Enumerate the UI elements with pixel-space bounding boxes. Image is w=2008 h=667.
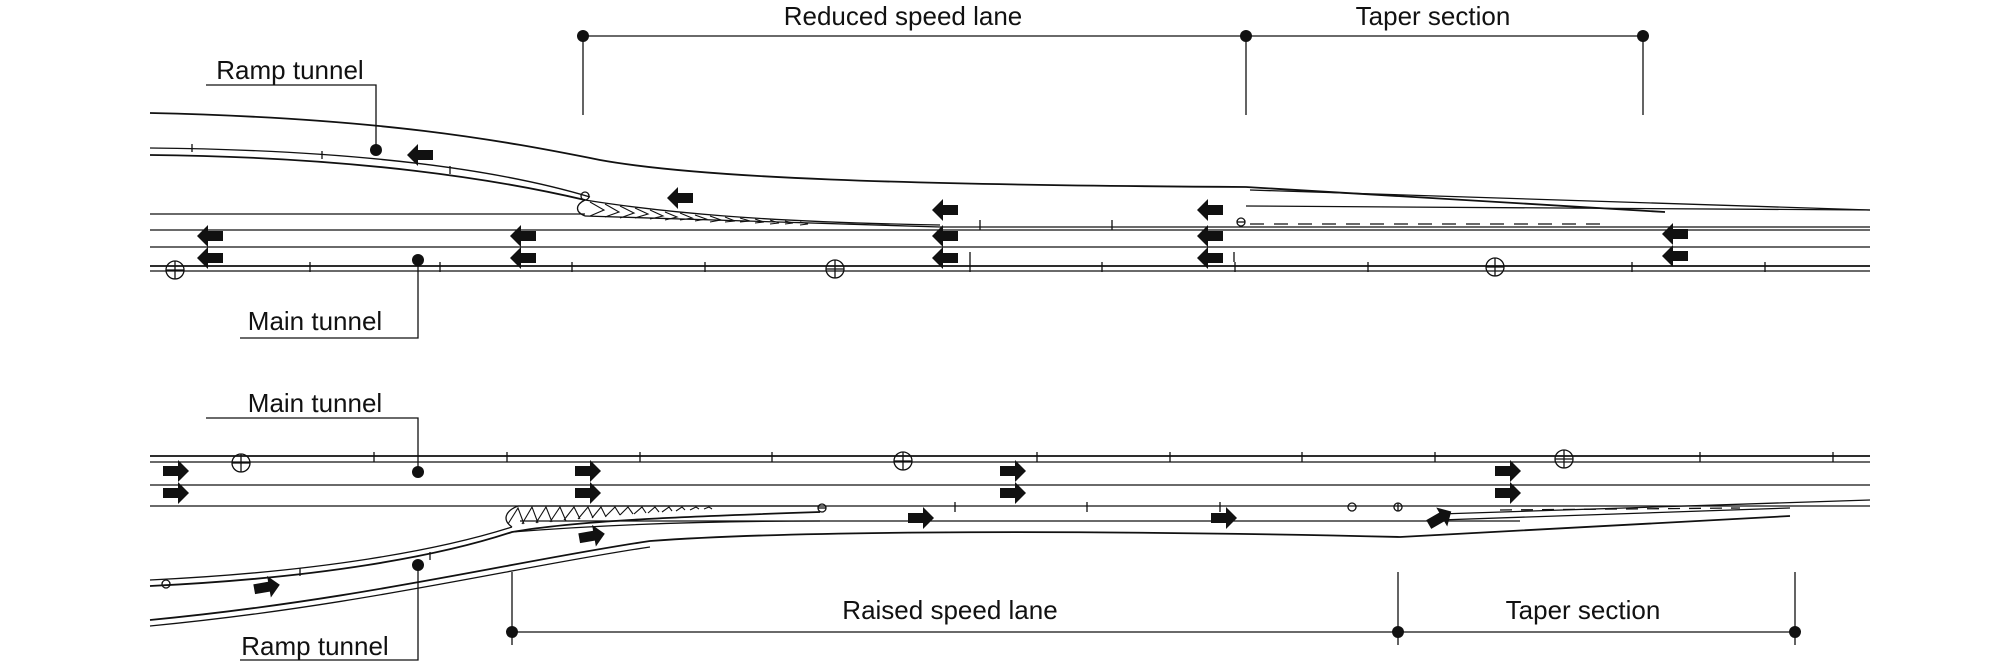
bottom-ramp-tunnel [149,511,1791,627]
bottom-ramp-tunnel-label: Ramp tunnel [241,631,388,661]
top-dimension-left-label: Reduced speed lane [784,1,1023,31]
bottom-gore-hatch [505,505,820,528]
top-ramp-tunnel-label: Ramp tunnel [216,55,363,85]
top-gore-hatch [576,199,941,228]
top-main-tunnel [150,189,1871,280]
top-ramp-tunnel [149,112,1666,213]
bottom-leaders [206,417,424,661]
top-diagram: Reduced speed lane Taper section [149,1,1871,339]
bottom-main-tunnel [150,449,1871,522]
bottom-main-tunnel-label: Main tunnel [248,388,382,418]
top-main-tunnel-label: Main tunnel [248,306,382,336]
bottom-traffic-arrows [163,460,1521,601]
bottom-dimension-right-label: Taper section [1506,595,1661,625]
top-leaders [206,84,424,339]
top-dimension-line [577,30,1649,115]
bottom-dimension-line [506,572,1801,645]
top-dimension-right-label: Taper section [1356,1,1511,31]
top-traffic-arrows [197,144,1688,269]
bottom-diagram: Raised speed lane Taper section Main tun… [149,388,1871,661]
bottom-dimension-left-label: Raised speed lane [842,595,1057,625]
